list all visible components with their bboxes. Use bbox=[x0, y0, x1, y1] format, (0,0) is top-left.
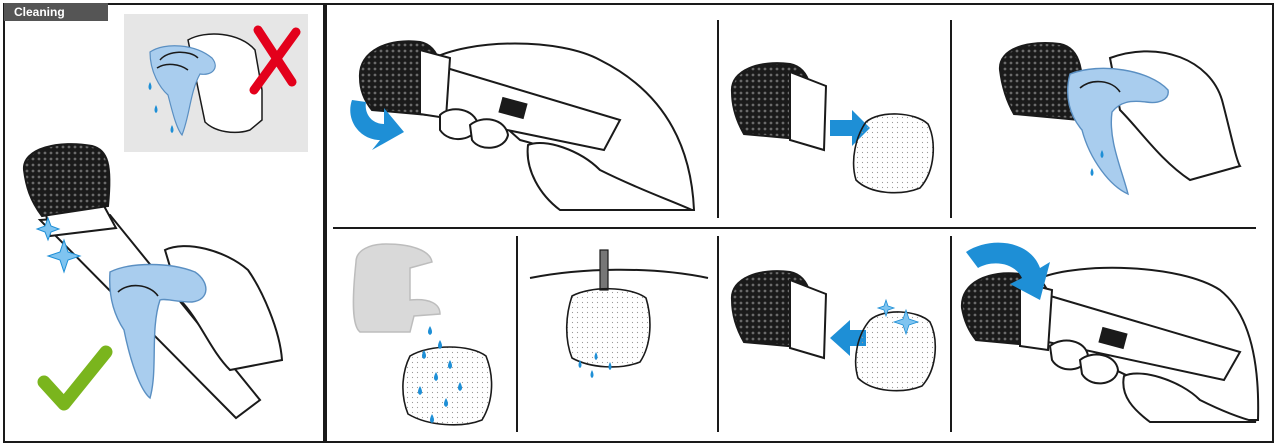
green-check-icon bbox=[37, 345, 113, 411]
microphone-wipe-correct-icon bbox=[22, 143, 284, 420]
hang-foam-to-dry-icon bbox=[529, 249, 709, 378]
rinse-foam-under-tap-icon bbox=[352, 243, 493, 426]
insert-foam-into-grille-icon bbox=[730, 270, 937, 392]
wet-cloth-wipe-wrong-icon bbox=[124, 14, 308, 152]
unscrew-grille-icon bbox=[350, 40, 696, 211]
screw-grille-back-icon bbox=[960, 242, 1260, 423]
red-cross-icon bbox=[249, 25, 301, 95]
section-title: Cleaning bbox=[4, 3, 108, 21]
wipe-grille-icon bbox=[998, 42, 1242, 196]
remove-foam-insert-icon bbox=[730, 62, 935, 194]
